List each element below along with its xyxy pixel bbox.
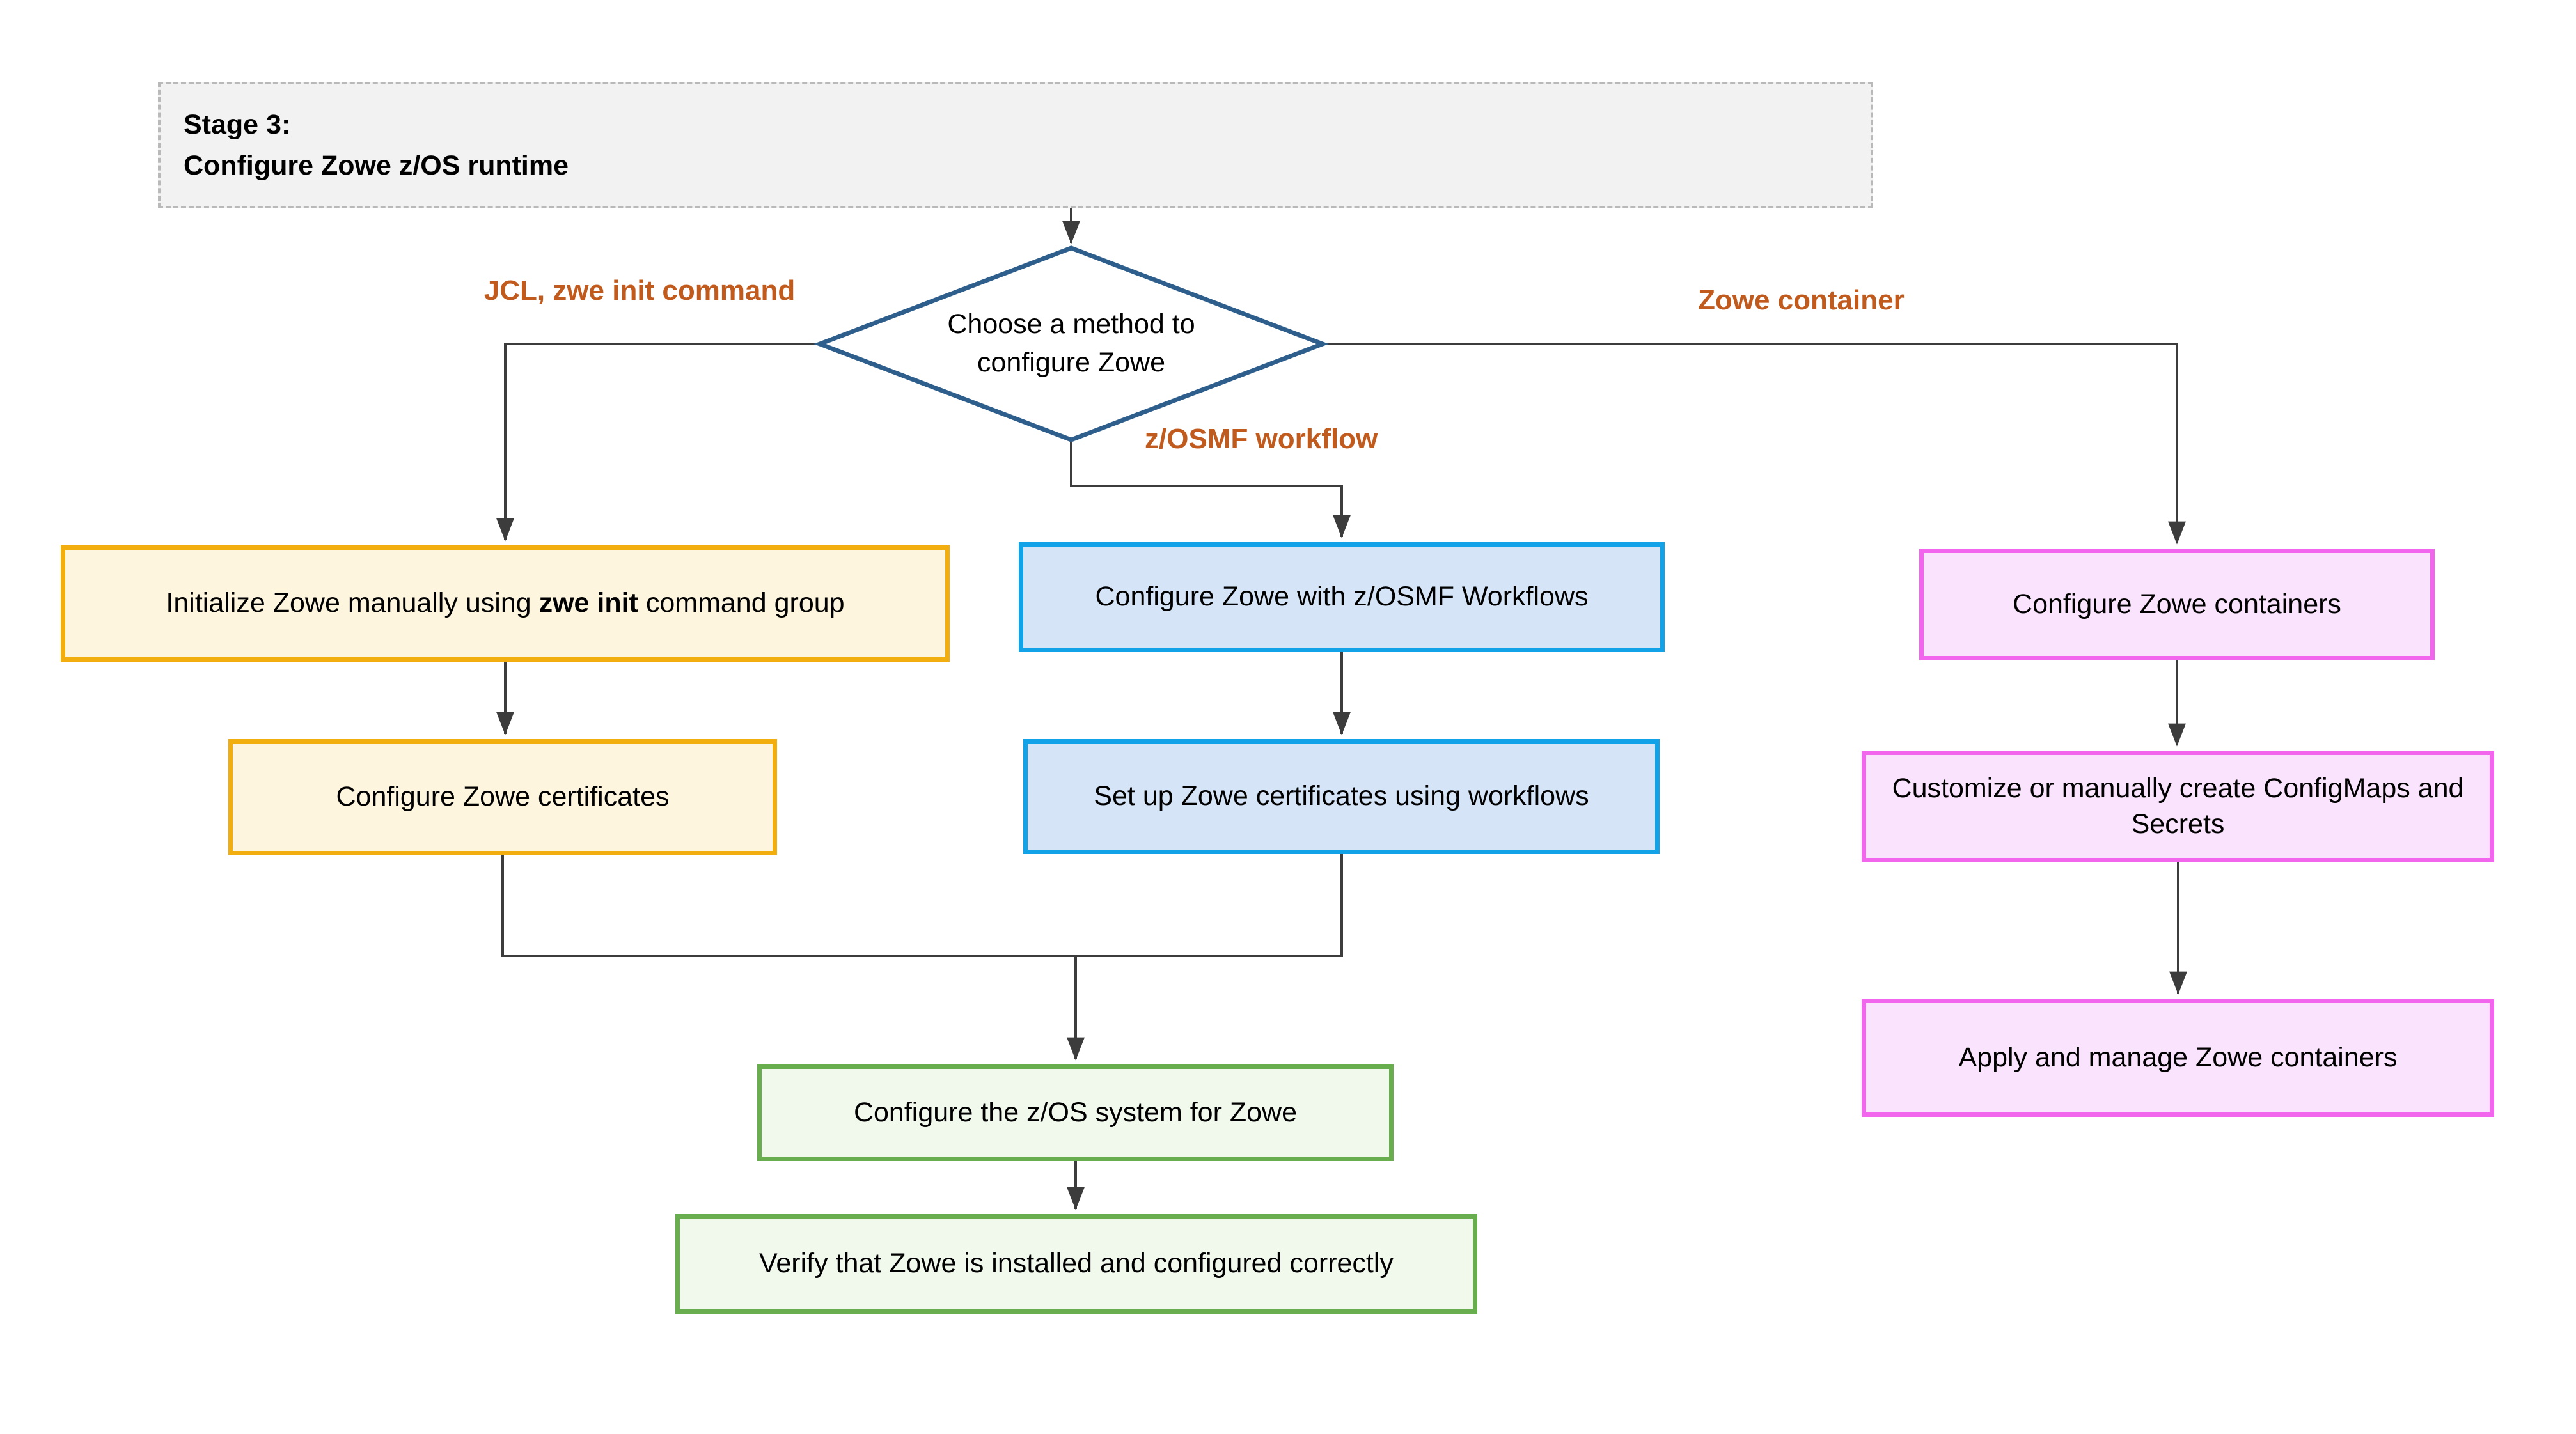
edge-decision-to-zosmf-workflows: [1070, 440, 1351, 538]
edge-merge-certs-branches: [501, 854, 1343, 957]
node-zosmf-workflows-label: Configure Zowe with z/OSMF Workflows: [1095, 581, 1589, 612]
node-configure-containers-label: Configure Zowe containers: [2013, 588, 2341, 620]
decision-diamond-shape: [813, 245, 1329, 442]
node-initialize-zwe: Initialize Zowe manually using zwe init …: [61, 545, 950, 662]
edge-decision-to-config-containers: [1323, 343, 2186, 545]
init-zwe-text-suffix: command group: [638, 588, 845, 619]
node-certs-using-workflows-label: Set up Zowe certificates using workflows: [1094, 781, 1589, 812]
node-apply-manage-containers-label: Apply and manage Zowe containers: [1958, 1041, 2398, 1073]
node-configmaps-secrets-label: Customize or manually create ConfigMaps …: [1892, 772, 2464, 839]
branch-label-jcl: JCL, zwe init command: [483, 275, 796, 306]
node-configure-certificates-label: Configure Zowe certificates: [336, 781, 670, 813]
node-configure-certificates: Configure Zowe certificates: [228, 739, 777, 855]
node-verify-installation: Verify that Zowe is installed and config…: [675, 1214, 1477, 1314]
node-configure-zos-system-label: Configure the z/OS system for Zowe: [853, 1096, 1298, 1128]
node-apply-manage-containers: Apply and manage Zowe containers: [1862, 999, 2494, 1117]
stage-title-line2: Configure Zowe z/OS runtime: [184, 150, 569, 181]
node-verify-installation-label: Verify that Zowe is installed and config…: [759, 1248, 1394, 1279]
init-zwe-text-bold: zwe init: [538, 588, 638, 619]
stage-title-line1: Stage 3:: [184, 109, 291, 140]
decision-label: Choose a method to configure Zowe: [947, 308, 1195, 378]
node-initialize-zwe-label: Initialize Zowe manually using zwe init …: [166, 586, 844, 621]
stage-title-box: Stage 3: Configure Zowe z/OS runtime: [158, 82, 1873, 208]
node-configure-zos-system: Configure the z/OS system for Zowe: [757, 1064, 1394, 1161]
node-configure-containers: Configure Zowe containers: [1919, 549, 2435, 660]
node-configmaps-secrets: Customize or manually create ConfigMaps …: [1862, 751, 2494, 862]
init-zwe-text-prefix: Initialize Zowe manually using: [166, 588, 539, 619]
edge-decision-to-init-zwe: [496, 343, 820, 542]
branch-label-zosmf-workflow: z/OSMF workflow: [1145, 423, 1378, 455]
branch-label-zowe-container: Zowe container: [1698, 284, 1905, 316]
node-zosmf-workflows: Configure Zowe with z/OSMF Workflows: [1019, 542, 1665, 652]
node-certs-using-workflows: Set up Zowe certificates using workflows: [1023, 739, 1660, 854]
